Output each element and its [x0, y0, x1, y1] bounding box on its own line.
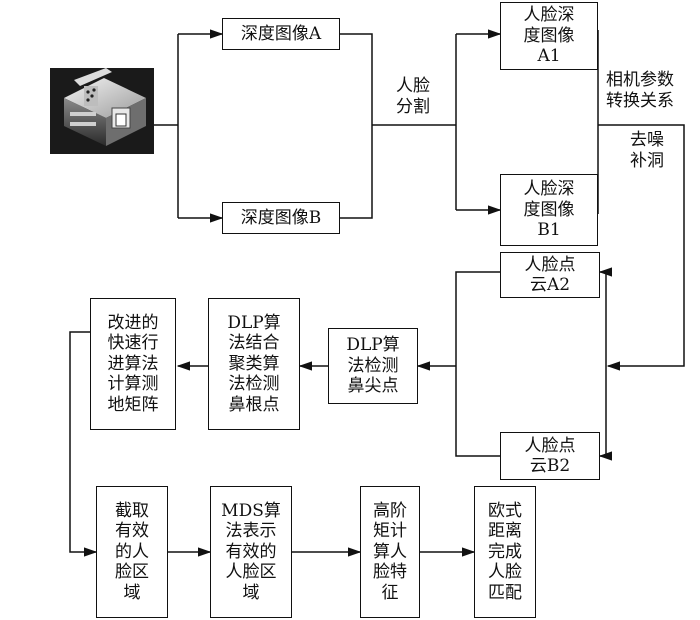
face-depth-a1-box: 人脸深 度图像 A1	[500, 2, 598, 70]
mds-face-line-1: MDS算	[221, 501, 281, 522]
high-order-moment-box: 高阶 矩计 算人 脸特 征	[360, 486, 420, 618]
high-moment-line-5: 征	[381, 582, 399, 603]
high-moment-line-1: 高阶	[373, 501, 407, 522]
mds-face-region-box: MDS算 法表示 有效的 人脸区 域	[210, 486, 292, 618]
high-moment-line-2: 矩计	[373, 521, 407, 542]
face-depth-b1-box: 人脸深 度图像 B1	[500, 174, 598, 246]
denoise-label: 去噪 补洞	[620, 130, 674, 173]
fast-geodesic-line-3: 进算法	[107, 353, 159, 374]
mds-face-line-3: 有效的	[225, 541, 277, 562]
face-depth-a1-line-3: A1	[537, 46, 561, 67]
camera-param-label: 相机参数 转换关系	[606, 70, 698, 113]
face-cloud-b2-line-2: 云B2	[529, 456, 571, 476]
line-cloud-merge	[455, 271, 500, 457]
dlp-nose-root-line-1: DLP算	[227, 313, 281, 334]
euclid-match-line-3: 完成	[488, 541, 522, 562]
depth-image-b-label: 深度图像B	[240, 207, 322, 228]
fast-geodesic-line-1: 改进的	[107, 313, 159, 334]
face-depth-b1-line-2: 度图像	[523, 199, 575, 220]
dlp-nose-tip-line-3: 鼻尖点	[347, 376, 399, 397]
fast-geodesic-box: 改进的 快速行 进算法 计算测 地矩阵	[90, 298, 176, 430]
dlp-nose-tip-line-1: DLP算	[346, 335, 400, 356]
crop-face-line-2: 有效	[115, 521, 149, 542]
face-segment-line-1: 人脸	[396, 76, 430, 96]
face-cloud-b2-box: 人脸点 云B2	[500, 432, 600, 480]
face-cloud-b2-line-1: 人脸点	[524, 435, 576, 456]
dlp-nose-root-line-2: 法结合	[228, 333, 280, 354]
face-depth-b1-line-1: 人脸深	[523, 179, 575, 200]
high-moment-line-4: 脸特	[373, 562, 407, 583]
high-moment-line-3: 算人	[373, 541, 407, 562]
dlp-nose-root-box: DLP算 法结合 聚类算 法检测 鼻根点	[208, 298, 300, 430]
face-cloud-a2-line-1: 人脸点	[524, 254, 576, 275]
dlp-nose-root-line-5: 鼻根点	[228, 394, 280, 415]
face-depth-a1-line-1: 人脸深	[523, 5, 575, 26]
crop-face-line-1: 截取	[115, 501, 149, 522]
euclid-match-line-2: 距离	[488, 521, 522, 542]
mds-face-line-2: 法表示	[225, 521, 277, 542]
dlp-nose-tip-line-2: 法检测	[347, 355, 399, 376]
euclid-match-line-1: 欧式	[488, 501, 522, 522]
mds-face-line-5: 域	[242, 582, 260, 603]
face-cloud-a2-box: 人脸点 云A2	[500, 252, 600, 298]
face-segment-line-2: 分割	[396, 97, 430, 118]
crop-face-line-5: 域	[123, 582, 141, 603]
depth-image-b-box: 深度图像B	[222, 202, 340, 234]
face-cloud-a2-line-2: 云A2	[529, 275, 571, 295]
denoise-line-2: 补洞	[630, 151, 664, 172]
face-segment-label: 人脸 分割	[386, 76, 440, 119]
euclid-match-line-5: 匹配	[488, 582, 522, 603]
crop-face-line-3: 的人	[115, 541, 149, 562]
euclid-match-box: 欧式 距离 完成 人脸 匹配	[474, 486, 536, 618]
crop-face-line-4: 脸区	[115, 562, 149, 583]
line-depth-merge	[340, 33, 373, 219]
depth-camera-icon	[50, 68, 154, 154]
dlp-nose-root-line-3: 聚类算	[228, 353, 280, 374]
dlp-nose-root-line-4: 法检测	[228, 374, 280, 395]
fast-geodesic-line-4: 计算测	[107, 374, 159, 395]
crop-face-region-box: 截取 有效 的人 脸区 域	[96, 486, 168, 618]
euclid-match-line-4: 人脸	[488, 562, 522, 583]
face-depth-b1-line-3: B1	[537, 220, 561, 241]
camera-param-line-1: 相机参数	[606, 70, 674, 90]
arrow-camera-to-cloud	[598, 124, 685, 371]
depth-image-a-label: 深度图像A	[240, 23, 322, 44]
fast-geodesic-line-2: 快速行	[107, 333, 159, 354]
denoise-line-1: 去噪	[630, 130, 664, 150]
mds-face-line-4: 人脸区	[225, 562, 277, 583]
depth-image-a-box: 深度图像A	[222, 18, 340, 50]
face-depth-a1-line-2: 度图像	[523, 25, 575, 46]
arrow-to-crop-face	[69, 331, 98, 557]
camera-param-line-2: 转换关系	[606, 91, 674, 112]
fast-geodesic-line-5: 地矩阵	[107, 394, 159, 415]
dlp-nose-tip-box: DLP算 法检测 鼻尖点	[328, 328, 418, 404]
